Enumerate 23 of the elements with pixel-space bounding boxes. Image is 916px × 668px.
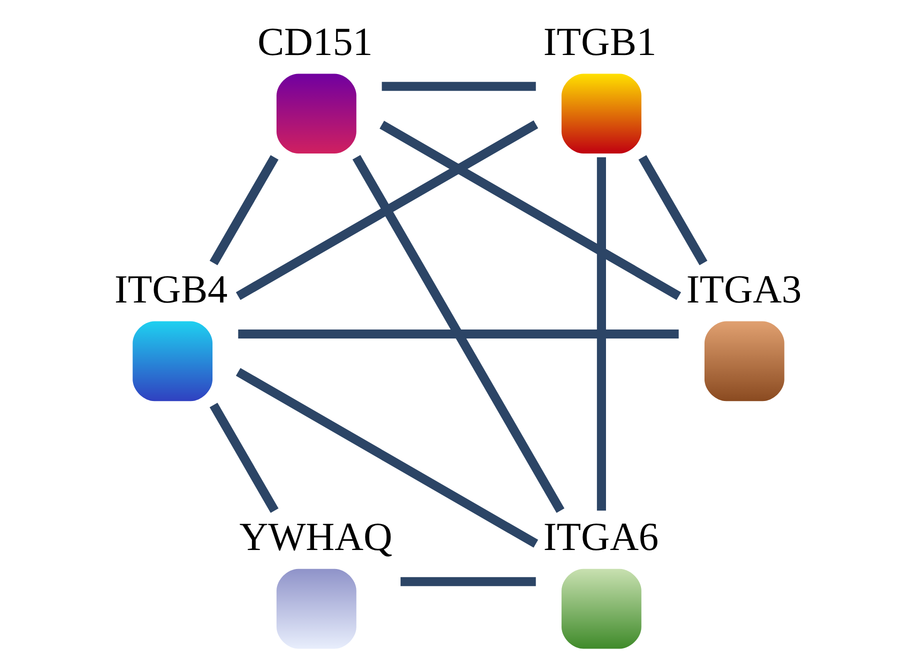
node-box — [276, 568, 356, 649]
connector — [238, 329, 678, 339]
connector — [379, 120, 681, 300]
node-label: CD151 — [256, 18, 372, 64]
connector — [352, 154, 564, 513]
node-label: ITGB4 — [114, 266, 228, 312]
connector — [209, 402, 278, 513]
connector — [235, 120, 538, 300]
node-label: ITGA6 — [542, 514, 658, 560]
connector — [209, 155, 278, 266]
connector — [596, 157, 606, 511]
node-box — [704, 321, 784, 402]
node-box — [132, 321, 212, 402]
node-label: YWHAQ — [238, 514, 392, 560]
node-box — [276, 74, 356, 154]
connector — [381, 82, 536, 91]
connector — [638, 155, 707, 266]
node-label: ITGA3 — [686, 266, 802, 312]
node-label: ITGB1 — [542, 18, 656, 64]
node-box — [561, 74, 641, 154]
node-box — [561, 568, 641, 649]
connector — [400, 577, 536, 586]
connector — [235, 368, 538, 548]
